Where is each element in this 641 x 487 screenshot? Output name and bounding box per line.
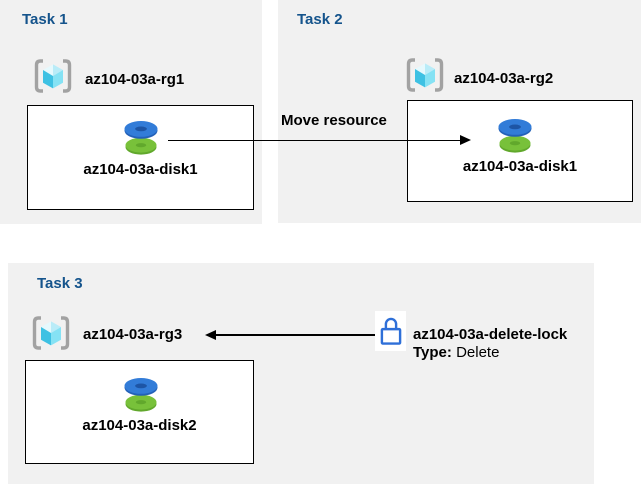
task3-resource-box [25,360,254,464]
lock-arrow-line [212,334,376,336]
task2-title: Task 2 [297,11,343,28]
task1-title: Task 1 [22,11,68,28]
disk-icon [123,117,159,157]
task3-resource-group-label: az104-03a-rg3 [83,326,183,343]
resource-group-icon [31,314,71,354]
resource-group-icon [405,56,445,96]
lock-arrow-head-icon [205,329,216,340]
task2-resource-group-label: az104-03a-rg2 [454,70,554,87]
move-arrow-head-icon [460,135,471,145]
resource-group-icon [33,57,73,97]
lock-type-label: Type: [413,344,452,361]
task2-disk-label: az104-03a-disk1 [462,158,578,175]
task1-resource-group-label: az104-03a-rg1 [85,71,185,88]
task3-disk-label: az104-03a-disk2 [82,417,197,434]
lock-type-value: Delete [456,344,500,361]
lock-name-label: az104-03a-delete-lock [413,326,568,343]
move-arrow-line [168,139,462,141]
task3-title: Task 3 [37,275,83,292]
task1-disk-label: az104-03a-disk1 [83,161,198,178]
disk-icon [123,374,159,414]
disk-icon [497,115,533,155]
lock-type-line: Type: Delete [413,344,499,361]
lock-chip [375,311,406,351]
move-resource-label: Move resource [281,112,387,129]
lock-icon [378,314,404,348]
